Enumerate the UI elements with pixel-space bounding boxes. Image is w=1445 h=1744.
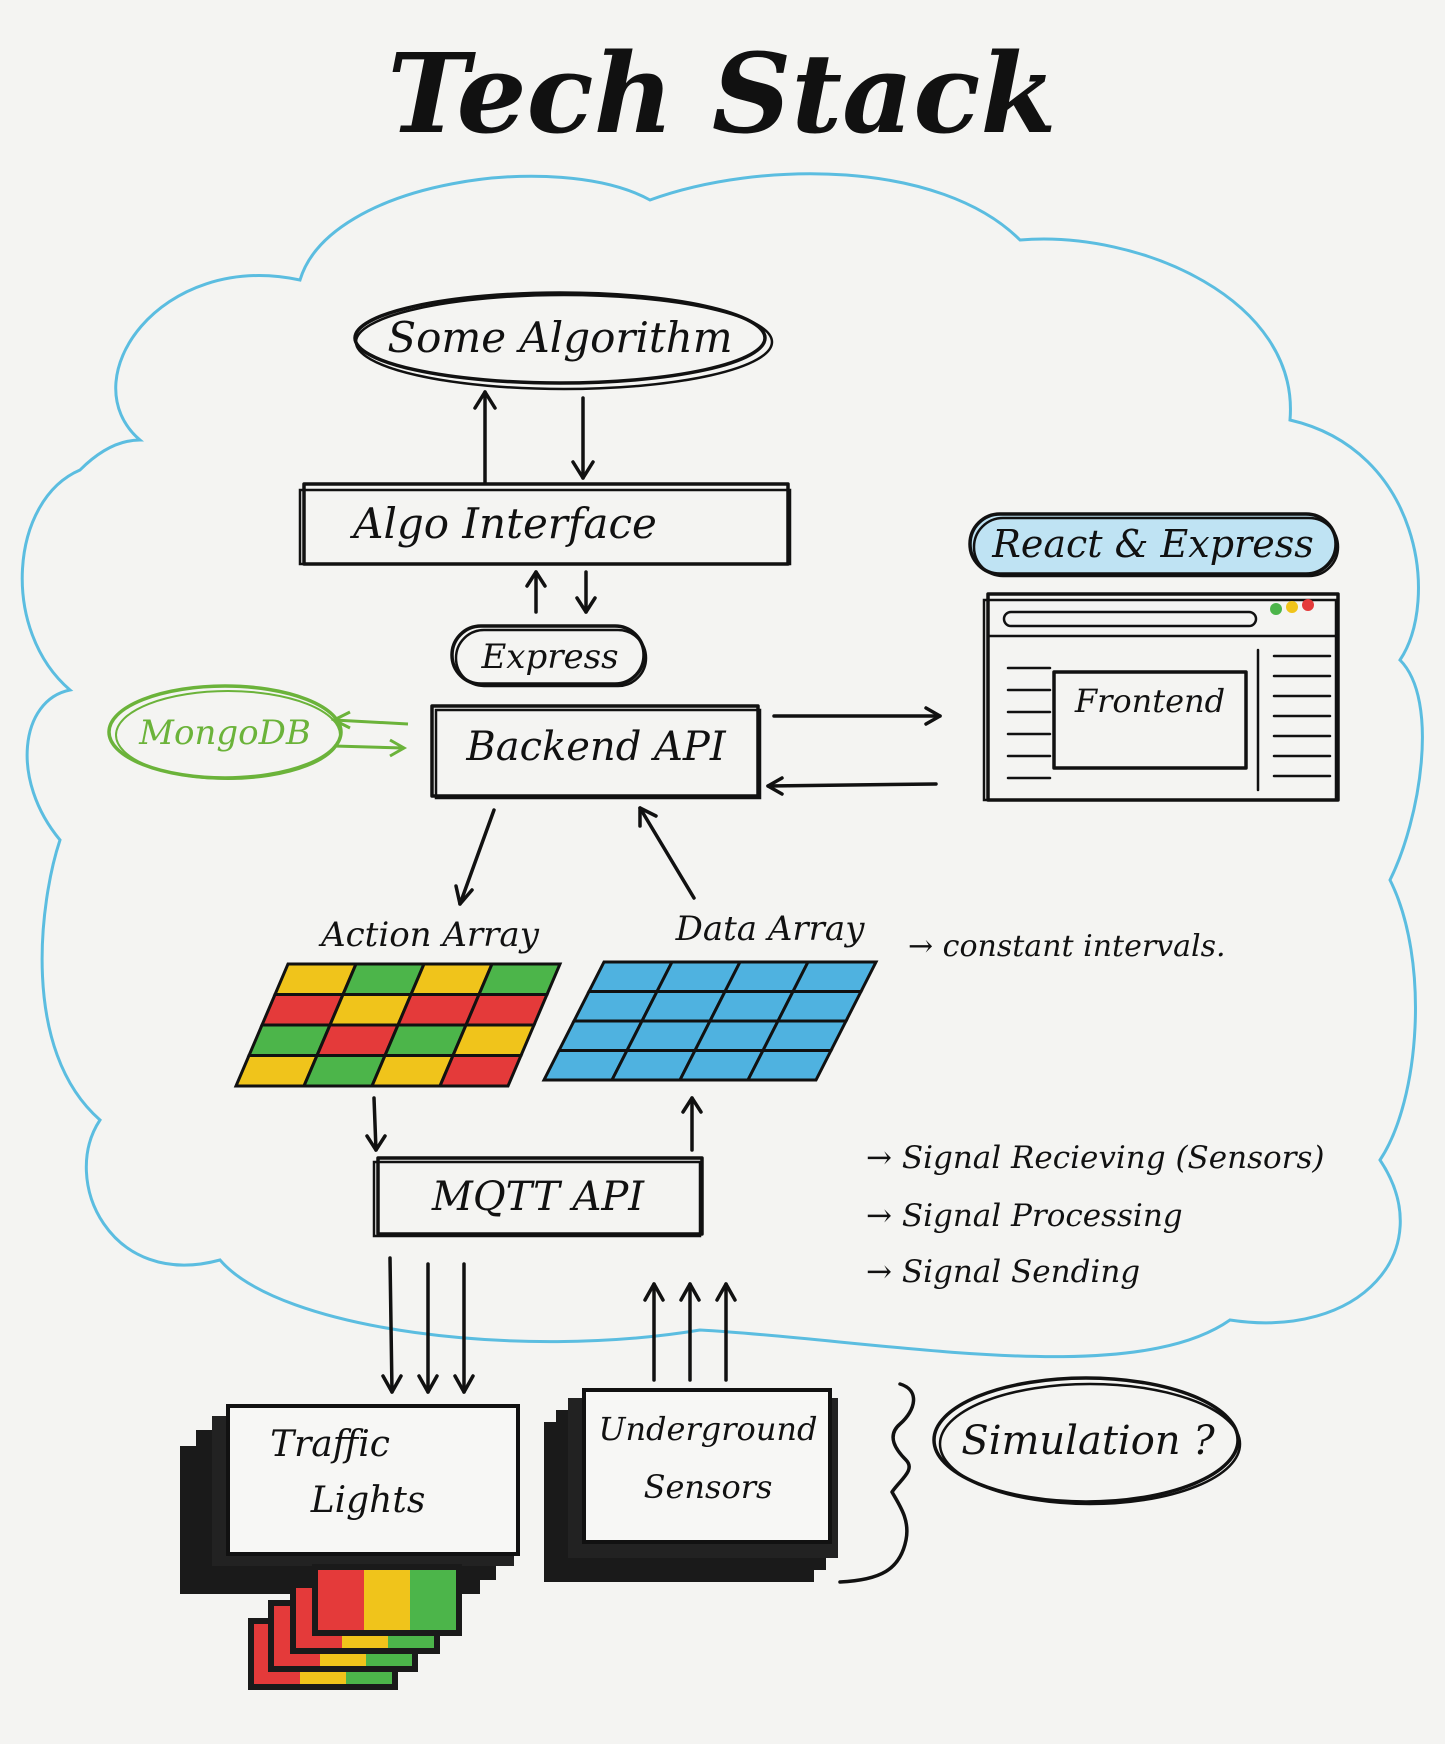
action-grid-cell bbox=[476, 962, 563, 996]
cloud-boundary bbox=[20, 172, 1424, 1359]
algorithm-label: Some Algorithm bbox=[387, 313, 732, 362]
underground-sensors-node: Underground Sensors bbox=[544, 1388, 838, 1582]
constant-intervals-note: → constant intervals. bbox=[908, 929, 1226, 964]
interface-express-arrows bbox=[525, 570, 597, 614]
action-grid-cell bbox=[463, 993, 550, 1027]
mqtt-api-node: MQTT API bbox=[372, 1156, 704, 1238]
traffic-lights-label-1: Traffic bbox=[270, 1424, 390, 1465]
algo-interface-label: Algo Interface bbox=[349, 499, 657, 548]
signal-receiving-note: → Signal Recieving (Sensors) bbox=[866, 1140, 1324, 1176]
express-node: Express bbox=[450, 624, 648, 688]
mqtt-traffic-arrows bbox=[381, 1256, 475, 1394]
simulation-brace bbox=[838, 1382, 916, 1584]
browser-window: Frontend bbox=[982, 592, 1340, 802]
mongodb-node: MongoDB bbox=[107, 684, 343, 780]
signal-sending-note: → Signal Sending bbox=[866, 1254, 1140, 1290]
arrays-mqtt-arrows bbox=[365, 1096, 703, 1152]
diagram-title: Tech Stack bbox=[387, 29, 1056, 158]
action-grid-cell bbox=[450, 1023, 537, 1057]
backend-frontend-arrows bbox=[766, 706, 942, 796]
mqtt-api-label: MQTT API bbox=[431, 1174, 645, 1220]
backend-api-label: Backend API bbox=[465, 724, 726, 770]
algo-interface-node: Algo Interface bbox=[298, 482, 792, 566]
sensors-label-2: Sensors bbox=[644, 1468, 773, 1506]
simulation-label: Simulation ? bbox=[961, 1418, 1215, 1464]
traffic-lights-node: Traffic Lights bbox=[180, 1404, 520, 1594]
action-array-grid bbox=[233, 962, 563, 1088]
action-grid-cell bbox=[437, 1054, 524, 1088]
backend-arrays-arrows bbox=[454, 806, 696, 906]
sensors-label-1: Underground bbox=[598, 1410, 817, 1448]
backend-api-node: Backend API bbox=[430, 704, 762, 800]
simulation-node: Simulation ? bbox=[932, 1376, 1242, 1506]
data-grid-cell bbox=[790, 960, 879, 993]
algorithm-interface-arrows bbox=[473, 390, 595, 484]
express-label: Express bbox=[480, 637, 618, 677]
signal-processing-note: → Signal Processing bbox=[866, 1198, 1183, 1234]
data-grid-cell bbox=[775, 990, 864, 1023]
react-express-node: React & Express bbox=[968, 512, 1340, 578]
data-grid-cell bbox=[760, 1019, 849, 1052]
algorithm-node: Some Algorithm bbox=[353, 291, 774, 391]
data-array-grid bbox=[541, 960, 879, 1082]
mongodb-label: MongoDB bbox=[138, 713, 311, 753]
traffic-light-colors-stack bbox=[248, 1564, 462, 1690]
frontend-label: Frontend bbox=[1074, 682, 1225, 720]
react-express-label: React & Express bbox=[991, 522, 1313, 566]
traffic-lights-label-2: Lights bbox=[310, 1480, 426, 1521]
sensors-mqtt-arrows bbox=[643, 1282, 737, 1382]
data-grid-cell bbox=[745, 1049, 834, 1082]
data-array-label: Data Array bbox=[675, 909, 866, 949]
mongodb-backend-arrows bbox=[330, 710, 409, 758]
action-array-label: Action Array bbox=[318, 915, 540, 955]
